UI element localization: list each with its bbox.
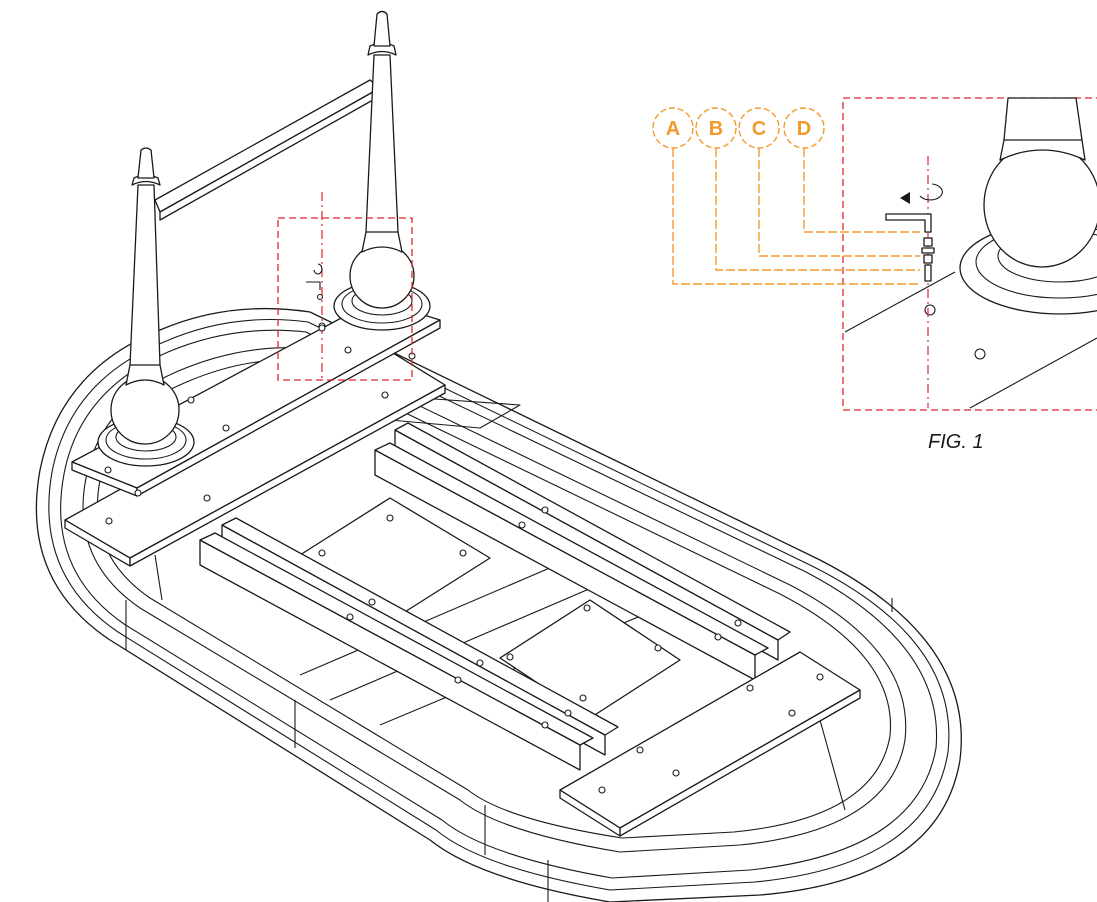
callout-letter-a: A — [666, 118, 680, 140]
callout-letter-c: C — [752, 118, 766, 140]
leg-stretcher — [154, 79, 381, 221]
callout-d: D — [783, 107, 825, 149]
detail-view — [842, 97, 1097, 411]
long-rails-left — [199, 517, 619, 771]
callout-c: C — [738, 107, 780, 149]
callout-letter-d: D — [797, 118, 811, 140]
callout-leaders — [672, 148, 920, 285]
callout-letter-b: B — [709, 118, 723, 140]
leg-board-bottom-right — [559, 651, 861, 837]
table-leg-left — [97, 147, 195, 467]
panel-holes — [318, 514, 662, 702]
table-frame — [154, 397, 846, 811]
callout-a: A — [652, 107, 694, 149]
long-rails-right — [374, 422, 791, 681]
table-leg-right — [333, 10, 431, 331]
callout-b: B — [695, 107, 737, 149]
figure-caption: FIG. 1 — [928, 431, 984, 453]
detail-marker — [277, 192, 413, 381]
